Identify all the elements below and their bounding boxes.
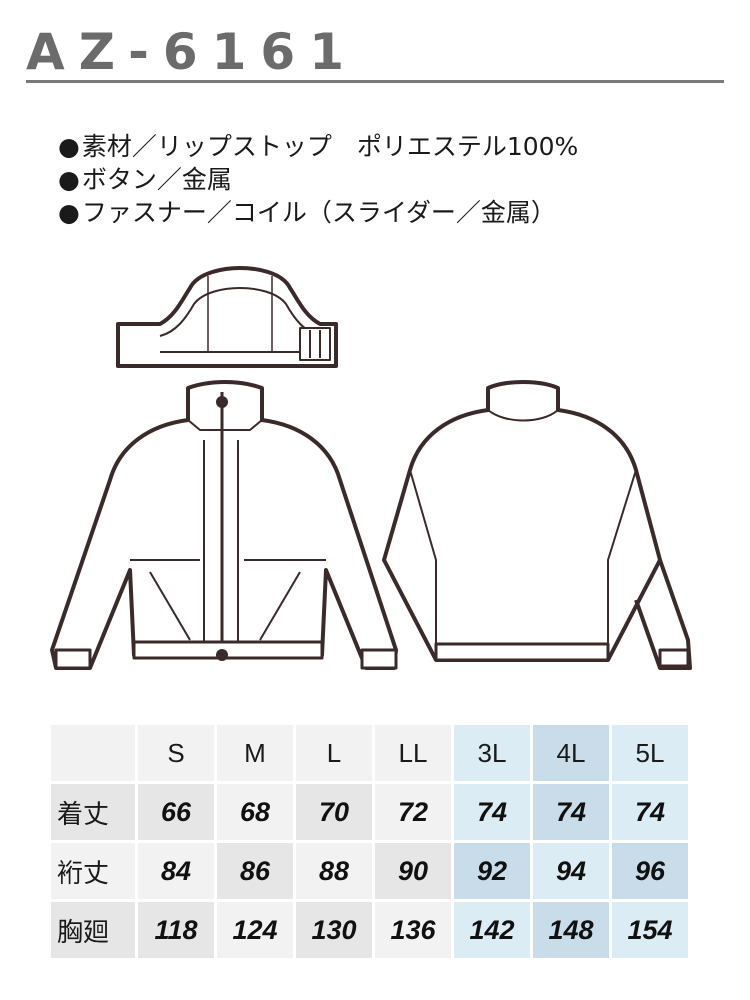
row-label-chest: 胸廻 <box>51 902 135 958</box>
table-corner-cell <box>51 725 135 781</box>
row-label-sleeve: 裄丈 <box>51 843 135 899</box>
spec-button: ●ボタン／金属 <box>58 163 578 196</box>
size-header-s: S <box>138 725 214 781</box>
bullet-icon: ● <box>58 198 80 227</box>
jacket-illustrations <box>50 266 692 670</box>
size-header-3l: 3L <box>454 725 530 781</box>
table-row: 裄丈 84 86 88 90 92 94 96 <box>51 843 688 899</box>
table-cell: 130 <box>296 902 372 958</box>
spec-button-text: ボタン／金属 <box>81 165 232 194</box>
size-header-ll: LL <box>375 725 451 781</box>
bullet-icon: ● <box>58 165 80 194</box>
size-header-row: S M L LL 3L 4L 5L <box>51 725 688 781</box>
table-cell: 72 <box>375 784 451 840</box>
table-cell: 92 <box>454 843 530 899</box>
table-cell: 94 <box>533 843 609 899</box>
hood-detail-illustration <box>116 266 338 368</box>
table-cell: 74 <box>454 784 530 840</box>
table-cell: 90 <box>375 843 451 899</box>
size-header-5l: 5L <box>612 725 688 781</box>
table-cell: 66 <box>138 784 214 840</box>
table-cell: 74 <box>612 784 688 840</box>
product-code: AZ-6161 <box>26 23 358 81</box>
table-cell: 118 <box>138 902 214 958</box>
jacket-back-illustration <box>382 380 692 670</box>
table-cell: 70 <box>296 784 372 840</box>
bullet-icon: ● <box>58 132 80 161</box>
table-cell: 86 <box>217 843 293 899</box>
table-cell: 148 <box>533 902 609 958</box>
size-header-m: M <box>217 725 293 781</box>
size-header-4l: 4L <box>533 725 609 781</box>
spec-material: ●素材／リップストップ ポリエステル100% <box>58 130 578 163</box>
table-cell: 84 <box>138 843 214 899</box>
table-cell: 68 <box>217 784 293 840</box>
size-table: S M L LL 3L 4L 5L 着丈 66 68 70 72 74 74 7… <box>48 722 691 961</box>
jacket-front-illustration <box>50 380 398 670</box>
size-header-l: L <box>296 725 372 781</box>
spec-list: ●素材／リップストップ ポリエステル100% ●ボタン／金属 ●ファスナー／コイ… <box>58 130 578 229</box>
table-cell: 74 <box>533 784 609 840</box>
spec-zipper: ●ファスナー／コイル（スライダー／金属） <box>58 196 578 229</box>
spec-zipper-text: ファスナー／コイル（スライダー／金属） <box>81 198 556 227</box>
table-cell: 154 <box>612 902 688 958</box>
row-label-length: 着丈 <box>51 784 135 840</box>
table-cell: 88 <box>296 843 372 899</box>
table-cell: 142 <box>454 902 530 958</box>
table-cell: 136 <box>375 902 451 958</box>
table-cell: 124 <box>217 902 293 958</box>
table-cell: 96 <box>612 843 688 899</box>
title-divider <box>26 80 724 83</box>
table-row: 胸廻 118 124 130 136 142 148 154 <box>51 902 688 958</box>
table-row: 着丈 66 68 70 72 74 74 74 <box>51 784 688 840</box>
spec-material-text: 素材／リップストップ ポリエステル100% <box>81 132 579 161</box>
